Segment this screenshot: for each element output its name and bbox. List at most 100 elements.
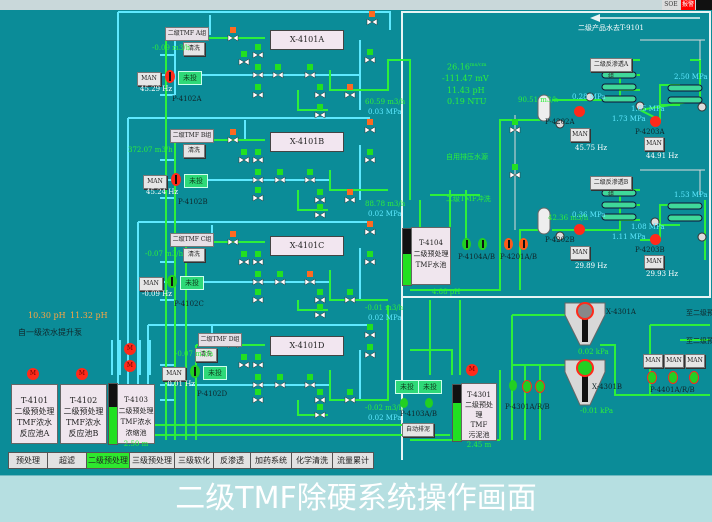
valve-open-icon[interactable] xyxy=(314,104,326,119)
valve-closed-icon[interactable] xyxy=(366,11,378,26)
valve-open-icon[interactable] xyxy=(509,119,521,134)
pump-status[interactable]: 未投 xyxy=(184,174,208,188)
pump-p4103a-icon[interactable] xyxy=(400,398,408,408)
tab-6[interactable]: 加药系统 xyxy=(250,452,292,469)
booster-pump-icon[interactable] xyxy=(574,106,585,117)
feed-pump-mode-button[interactable]: MAN xyxy=(570,246,590,260)
alarm-button[interactable]: 报警 xyxy=(681,0,695,10)
valve-open-icon[interactable] xyxy=(252,187,264,202)
pump-mode-button[interactable]: MAN xyxy=(139,277,163,291)
valve-open-icon[interactable] xyxy=(314,389,326,404)
valve-open-icon[interactable] xyxy=(252,44,264,59)
pump-icon[interactable] xyxy=(519,238,528,250)
pump-status[interactable]: 未投 xyxy=(178,71,202,85)
valve-open-icon[interactable] xyxy=(252,389,264,404)
pump-p4401b-icon[interactable] xyxy=(689,371,699,384)
valve-open-icon[interactable] xyxy=(252,271,264,286)
valve-closed-icon[interactable] xyxy=(364,119,376,134)
valve-open-icon[interactable] xyxy=(238,149,250,164)
wash-button[interactable]: 清洗 xyxy=(183,144,205,158)
feed-pump-mode-button[interactable]: MAN xyxy=(570,128,590,142)
pump-icon[interactable] xyxy=(171,173,181,186)
valve-open-icon[interactable] xyxy=(274,271,286,286)
valve-open-icon[interactable] xyxy=(252,64,264,79)
valve-open-icon[interactable] xyxy=(252,84,264,99)
valve-open-icon[interactable] xyxy=(364,49,376,64)
pump-p4401a-mode-button[interactable]: MAN xyxy=(643,354,663,368)
pump-p4401a-icon[interactable] xyxy=(647,371,657,384)
pump-mode-button[interactable]: MAN xyxy=(162,367,186,381)
pump-mode-button[interactable]: MAN xyxy=(143,175,167,189)
hp-pump-mode-button[interactable]: MAN xyxy=(644,137,664,151)
valve-open-icon[interactable] xyxy=(314,304,326,319)
valve-open-icon[interactable] xyxy=(314,84,326,99)
filter-x-4101c[interactable]: X-4101C xyxy=(270,236,344,256)
valve-open-icon[interactable] xyxy=(274,169,286,184)
agitator-motor-icon[interactable]: M xyxy=(124,360,136,372)
wash-button[interactable]: 清洗 xyxy=(195,348,217,362)
tab-3[interactable]: 三级预处理 xyxy=(129,452,175,469)
agitator-motor-icon[interactable]: M xyxy=(124,343,136,355)
agitator-motor-icon[interactable]: M xyxy=(27,368,39,380)
hp-pump-mode-button[interactable]: MAN xyxy=(644,255,664,269)
valve-open-icon[interactable] xyxy=(304,169,316,184)
pump-icon[interactable] xyxy=(478,238,487,250)
tab-8[interactable]: 流量累计 xyxy=(332,452,374,469)
valve-closed-icon[interactable] xyxy=(364,221,376,236)
pump-p4301b-icon[interactable] xyxy=(535,380,545,393)
pump-status[interactable]: 未投 xyxy=(180,276,204,290)
valve-closed-icon[interactable] xyxy=(227,231,239,246)
pump-icon[interactable] xyxy=(190,365,200,378)
tab-0[interactable]: 预处理 xyxy=(8,452,48,469)
valve-open-icon[interactable] xyxy=(314,289,326,304)
auto-sludge-button[interactable]: 自动排泥 xyxy=(402,423,434,437)
booster-pump-icon[interactable] xyxy=(574,224,585,235)
soe-button[interactable]: SOE xyxy=(662,0,680,10)
valve-open-icon[interactable] xyxy=(272,64,284,79)
wash-button[interactable]: 清洗 xyxy=(183,42,205,56)
valve-open-icon[interactable] xyxy=(252,251,264,266)
valve-open-icon[interactable] xyxy=(238,354,250,369)
valve-open-icon[interactable] xyxy=(364,251,376,266)
valve-open-icon[interactable] xyxy=(344,389,356,404)
pump-icon[interactable] xyxy=(165,70,175,83)
valve-open-icon[interactable] xyxy=(364,149,376,164)
filter-x-4101d[interactable]: X-4101D xyxy=(270,336,344,356)
hp-pump-icon[interactable] xyxy=(650,234,661,245)
valve-open-icon[interactable] xyxy=(238,251,250,266)
pump-p4401b-mode-button[interactable]: MAN xyxy=(685,354,705,368)
agitator-motor-icon[interactable]: M xyxy=(466,364,478,376)
valve-open-icon[interactable] xyxy=(314,204,326,219)
hp-pump-icon[interactable] xyxy=(650,116,661,127)
valve-open-icon[interactable] xyxy=(238,51,250,66)
tab-4[interactable]: 三级软化 xyxy=(174,452,214,469)
wash-button[interactable]: 清洗 xyxy=(183,248,205,262)
valve-open-icon[interactable] xyxy=(304,64,316,79)
pump-icon[interactable] xyxy=(167,275,177,288)
pump-p4103a-status[interactable]: 未投 xyxy=(395,380,419,394)
tab-5[interactable]: 反渗透 xyxy=(213,452,251,469)
pump-p4401r-mode-button[interactable]: MAN xyxy=(664,354,684,368)
valve-open-icon[interactable] xyxy=(364,324,376,339)
valve-closed-icon[interactable] xyxy=(344,189,356,204)
valve-open-icon[interactable] xyxy=(304,374,316,389)
pump-icon[interactable] xyxy=(504,238,513,250)
valve-open-icon[interactable] xyxy=(274,374,286,389)
pump-p4103b-status[interactable]: 未投 xyxy=(418,380,442,394)
tab-2[interactable]: 二级预处理 xyxy=(86,452,130,469)
pump-p4103b-icon[interactable] xyxy=(425,398,433,408)
valve-open-icon[interactable] xyxy=(344,289,356,304)
tab-7[interactable]: 化学清洗 xyxy=(291,452,333,469)
pump-p4301a-icon[interactable] xyxy=(509,380,517,391)
valve-open-icon[interactable] xyxy=(252,169,264,184)
valve-closed-icon[interactable] xyxy=(227,27,239,42)
pump-status[interactable]: 未投 xyxy=(203,366,227,380)
tab-1[interactable]: 超滤 xyxy=(47,452,87,469)
valve-open-icon[interactable] xyxy=(252,149,264,164)
valve-open-icon[interactable] xyxy=(314,189,326,204)
